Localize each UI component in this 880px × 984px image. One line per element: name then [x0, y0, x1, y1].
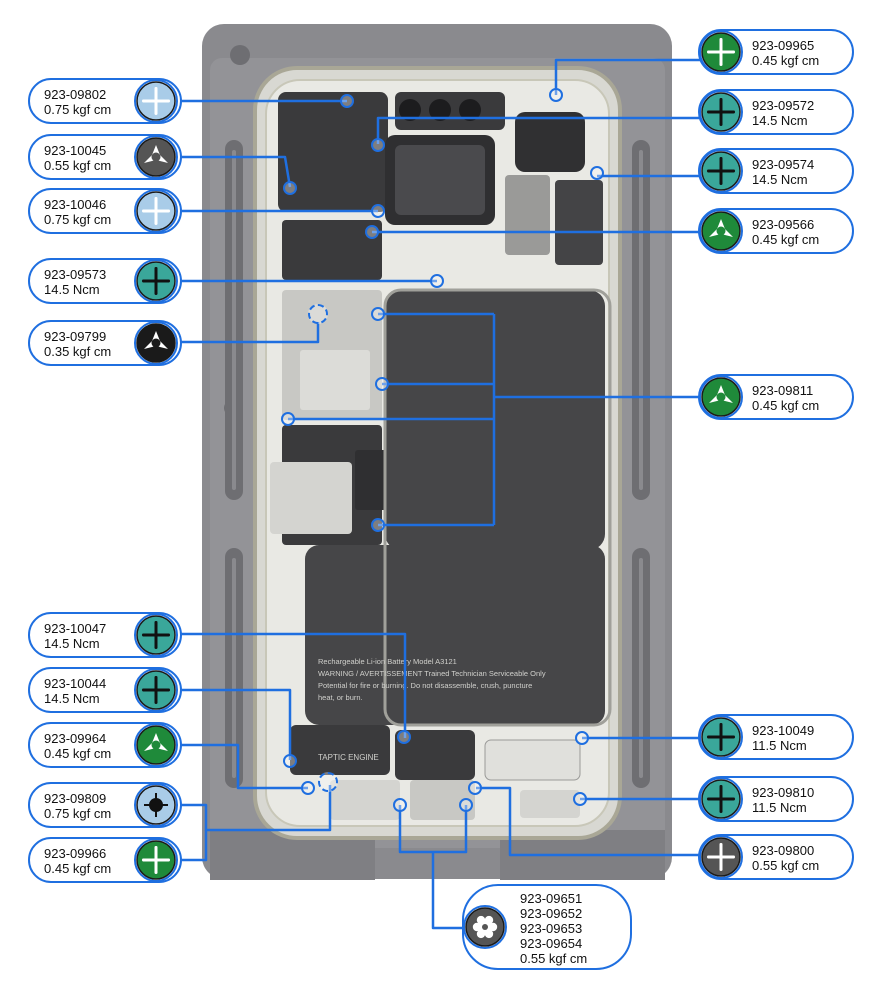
- screw-marker: [283, 181, 297, 195]
- part-number: 923-09800: [752, 843, 815, 858]
- battery-label-1: Rechargeable Li-ion Battery Model A3121: [318, 657, 457, 666]
- screw-marker: [468, 781, 482, 795]
- part-number: 923-09811: [752, 383, 814, 398]
- standoff-screw-icon: [134, 783, 178, 827]
- torque-value: 0.45 kgf cm: [44, 746, 112, 761]
- screw-marker: [371, 204, 385, 218]
- screw-marker: [371, 307, 385, 321]
- part-number: 923-09799: [44, 329, 107, 344]
- screw-marker: [340, 94, 354, 108]
- green-cross-screw-icon: [134, 838, 178, 882]
- black-trilobe-screw-icon: [134, 321, 178, 365]
- green-trilobe-screw-icon: [699, 209, 743, 253]
- part-number: 923-09964: [44, 731, 107, 746]
- green-trilobe-screw-icon: [699, 375, 743, 419]
- part-number: 923-09573: [44, 267, 107, 282]
- teal-cross-screw-icon: [699, 715, 743, 759]
- torque-value: 0.75 kgf cm: [44, 806, 112, 821]
- teal-cross-screw-icon: [134, 259, 178, 303]
- green-cross-screw-icon: [699, 30, 743, 74]
- screw-marker: [393, 798, 407, 812]
- screw-marker: [371, 518, 385, 532]
- part-number: 923-09651 923-09652 923-09653 923-09654: [520, 891, 583, 951]
- part-number: 923-10046: [44, 197, 107, 212]
- light-blue-cross-screw-icon: [134, 189, 178, 233]
- taptic-label: TAPTIC ENGINE: [318, 753, 379, 762]
- torque-value: 14.5 Ncm: [752, 172, 808, 187]
- screw-marker: [549, 88, 563, 102]
- torque-value: 14.5 Ncm: [44, 691, 100, 706]
- torque-value: 0.45 kgf cm: [752, 53, 820, 68]
- screw-marker: [283, 754, 297, 768]
- screw-marker: [397, 730, 411, 744]
- screw-marker: [590, 166, 604, 180]
- battery-label-4: heat, or burn.: [318, 693, 363, 702]
- gray-trilobe-screw-icon: [134, 135, 178, 179]
- torque-value: 14.5 Ncm: [44, 282, 100, 297]
- screw-marker: [459, 798, 473, 812]
- torque-value: 0.45 kgf cm: [752, 232, 820, 247]
- teal-cross-screw-icon: [699, 90, 743, 134]
- part-number: 923-10044: [44, 676, 107, 691]
- light-blue-cross-screw-icon: [134, 79, 178, 123]
- screw-marker: [301, 781, 315, 795]
- part-number: 923-09966: [44, 846, 107, 861]
- torx-screw-icon: [463, 905, 507, 949]
- part-number: 923-09572: [752, 98, 815, 113]
- dark-gray-cross-screw-icon: [699, 835, 743, 879]
- torque-value: 0.55 kgf cm: [752, 858, 820, 873]
- green-trilobe-screw-icon: [134, 723, 178, 767]
- screw-marker: [308, 304, 328, 324]
- part-number: 923-09574: [752, 157, 815, 172]
- teal-cross-screw-icon: [134, 668, 178, 712]
- torque-value: 11.5 Ncm: [752, 738, 807, 753]
- teal-cross-screw-icon: [134, 613, 178, 657]
- part-number: 923-09802: [44, 87, 107, 102]
- screw-marker: [573, 792, 587, 806]
- part-number: 923-09809: [44, 791, 107, 806]
- taptic-engine: [290, 725, 390, 775]
- part-number: 923-10045: [44, 143, 107, 158]
- screw-marker: [318, 772, 338, 792]
- teal-cross-screw-icon: [699, 149, 743, 193]
- battery: [305, 545, 605, 725]
- screw-marker: [281, 412, 295, 426]
- battery-label-2: WARNING / AVERTISSEMENT Trained Technici…: [318, 669, 546, 678]
- screw-marker: [365, 225, 379, 239]
- screw-marker: [371, 138, 385, 152]
- torque-value: 0.55 kgf cm: [44, 158, 112, 173]
- part-number: 923-09965: [752, 38, 815, 53]
- torque-value: 14.5 Ncm: [44, 636, 100, 651]
- torque-value: 0.55 kgf cm: [520, 951, 588, 966]
- torque-value: 0.45 kgf cm: [44, 861, 112, 876]
- screw-marker: [375, 377, 389, 391]
- torque-value: 0.75 kgf cm: [44, 102, 112, 117]
- torque-value: 11.5 Ncm: [752, 800, 807, 815]
- part-number: 923-10049: [752, 723, 815, 738]
- battery-label-3: Potential for fire or burning. Do not di…: [318, 681, 532, 690]
- part-number: 923-09810: [752, 785, 815, 800]
- torque-value: 0.35 kgf cm: [44, 344, 112, 359]
- screw-marker: [575, 731, 589, 745]
- teal-cross-screw-icon: [699, 777, 743, 821]
- screw-marker: [430, 274, 444, 288]
- tray-hole-icon: [230, 45, 250, 65]
- torque-value: 0.75 kgf cm: [44, 212, 112, 227]
- part-number: 923-10047: [44, 621, 107, 636]
- torque-value: 0.45 kgf cm: [752, 398, 820, 413]
- torque-value: 14.5 Ncm: [752, 113, 808, 128]
- part-number: 923-09566: [752, 217, 815, 232]
